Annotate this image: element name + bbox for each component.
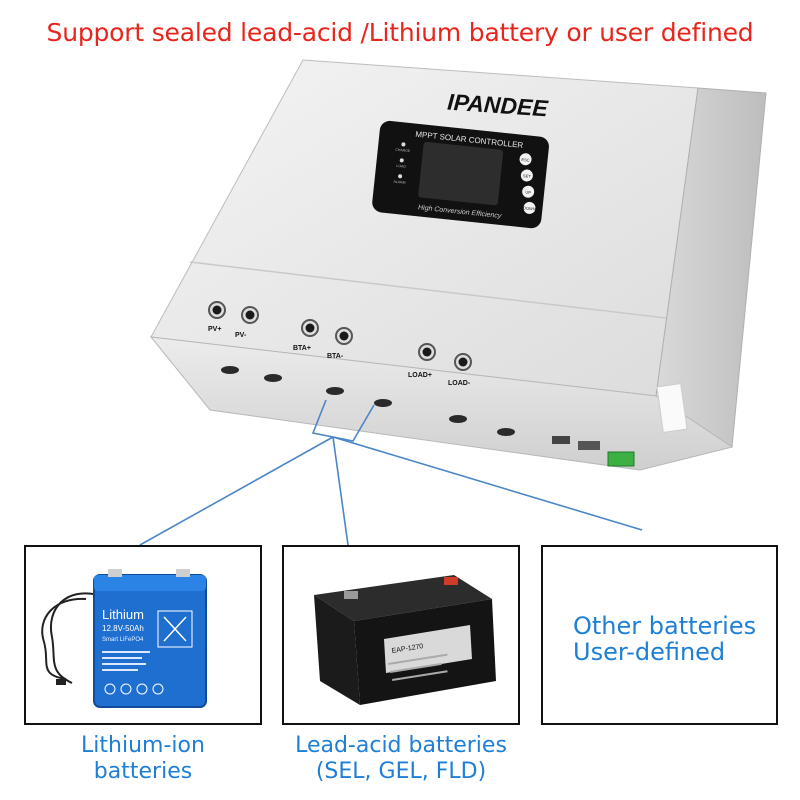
other-battery-card: Other batteries User-defined <box>541 545 778 725</box>
caption-line: Lead-acid batteries <box>295 733 507 758</box>
lithium-battery-card: Lithium 12.8V-50Ah Smart LiFePO4 <box>24 545 262 725</box>
terminal-battery-negative: BTA- <box>327 327 353 360</box>
terminal-battery-positive: BTA+ <box>293 319 319 352</box>
caption-line: batteries <box>93 759 193 784</box>
battery-spec-label: 12.8V-50Ah <box>102 624 144 633</box>
svg-text:PV+: PV+ <box>208 326 221 333</box>
svg-text:LOAD+: LOAD+ <box>408 372 432 379</box>
green-terminal-block <box>607 451 635 467</box>
control-button[interactable]: SET <box>520 169 533 182</box>
control-button[interactable]: UP <box>522 185 535 198</box>
connector-lines <box>139 399 643 545</box>
terminal-load-positive: LOAD+ <box>408 343 436 379</box>
svg-text:SET: SET <box>523 173 532 179</box>
user-defined-line: User-defined <box>573 638 726 666</box>
lithium-battery-image: Lithium 12.8V-50Ah Smart LiFePO4 <box>41 569 207 708</box>
indicator-label: ALARM <box>393 180 405 185</box>
lead-acid-battery-card: EAP-1270 <box>282 545 520 725</box>
svg-text:UP: UP <box>525 189 531 195</box>
svg-text:BTA-: BTA- <box>327 353 344 360</box>
other-batteries-line: Other batteries <box>573 612 757 640</box>
indicator-label: LOAD <box>396 164 406 169</box>
lithium-caption: Lithium-ion batteries <box>24 733 262 785</box>
lead-acid-battery-image: EAP-1270 <box>314 575 496 705</box>
terminal-pv-negative: PV- <box>235 306 259 339</box>
cable-glands <box>221 366 515 436</box>
lead-acid-caption: Lead-acid batteries (SEL, GEL, FLD) <box>270 733 532 785</box>
caption-line: (SEL, GEL, FLD) <box>315 759 487 784</box>
svg-text:ESC: ESC <box>521 157 530 163</box>
headline: Support sealed lead-acid /Lithium batter… <box>46 18 754 47</box>
battery-model-label: EAP-1270 <box>391 643 424 655</box>
indicator-label: CHARGE <box>395 148 411 154</box>
comm-ports <box>552 436 600 450</box>
svg-text:DOWN: DOWN <box>523 205 536 211</box>
other-batteries-text: Other batteries User-defined <box>573 613 756 665</box>
svg-text:BTA+: BTA+ <box>293 345 311 352</box>
svg-text:LOAD-: LOAD- <box>448 380 471 387</box>
controller-lower-lip <box>149 336 734 471</box>
terminal-pv-positive: PV+ <box>208 301 226 333</box>
control-button[interactable]: DOWN <box>523 201 537 214</box>
control-button[interactable]: ESC <box>519 153 532 166</box>
terminal-load-negative: LOAD- <box>448 353 472 387</box>
battery-brand-label: Lithium <box>102 607 144 622</box>
svg-text:PV-: PV- <box>235 332 247 339</box>
display-panel: MPPT SOLAR CONTROLLER High Conversion Ef… <box>372 120 549 229</box>
side-label-sticker <box>656 382 688 434</box>
solar-controller-illustration: IPANDEE MPPT SOLAR CONTROLLER High Conve… <box>139 59 767 545</box>
battery-type-label: Smart LiFePO4 <box>102 637 144 643</box>
lcd-screen <box>418 141 504 206</box>
caption-line: Lithium-ion <box>81 733 205 758</box>
